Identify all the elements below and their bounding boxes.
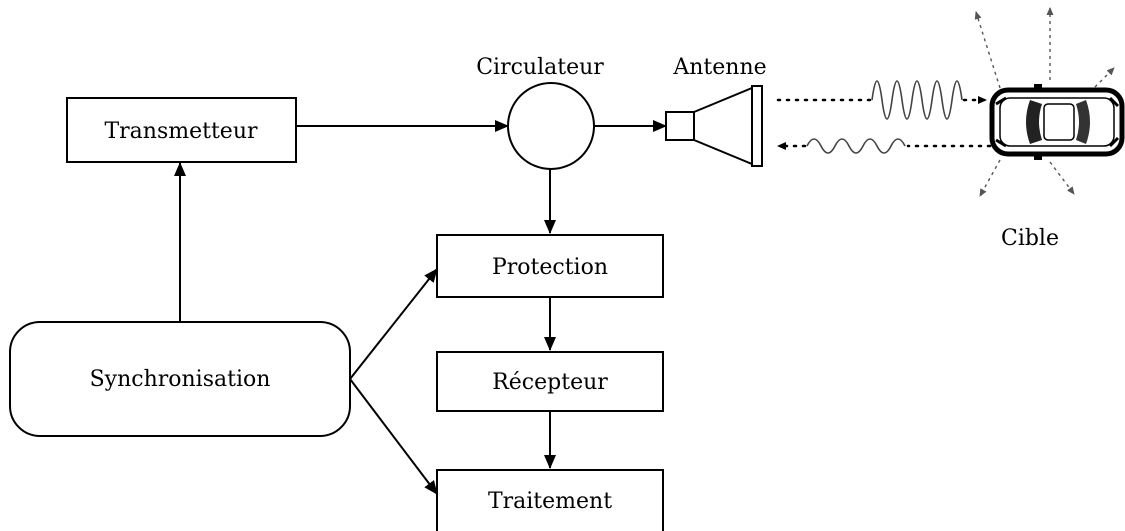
antenne-label: Antenne xyxy=(672,55,766,80)
transmitted-wave xyxy=(776,80,988,120)
protection-label: Protection xyxy=(492,255,608,280)
synchronisation-label: Synchronisation xyxy=(90,367,271,392)
synchronisation-block: Synchronisation xyxy=(9,321,351,437)
recepteur-label: Récepteur xyxy=(492,370,608,395)
transmetteur-block: Transmetteur xyxy=(66,97,297,163)
protection-block: Protection xyxy=(436,234,664,298)
traitement-label: Traitement xyxy=(488,489,612,514)
traitement-block: Traitement xyxy=(436,469,664,531)
recepteur-block: Récepteur xyxy=(436,351,664,412)
circulator-icon xyxy=(507,82,595,170)
transmetteur-label: Transmetteur xyxy=(104,119,258,144)
horn-antenna-icon xyxy=(665,85,763,167)
car-target-icon xyxy=(974,7,1125,197)
arrow-synchro-to-traitement xyxy=(349,378,438,495)
circulateur-label: Circulateur xyxy=(476,55,604,80)
arrow-synchro-to-protection xyxy=(349,268,438,380)
cible-label: Cible xyxy=(1001,226,1059,251)
echo-wave xyxy=(776,138,992,154)
